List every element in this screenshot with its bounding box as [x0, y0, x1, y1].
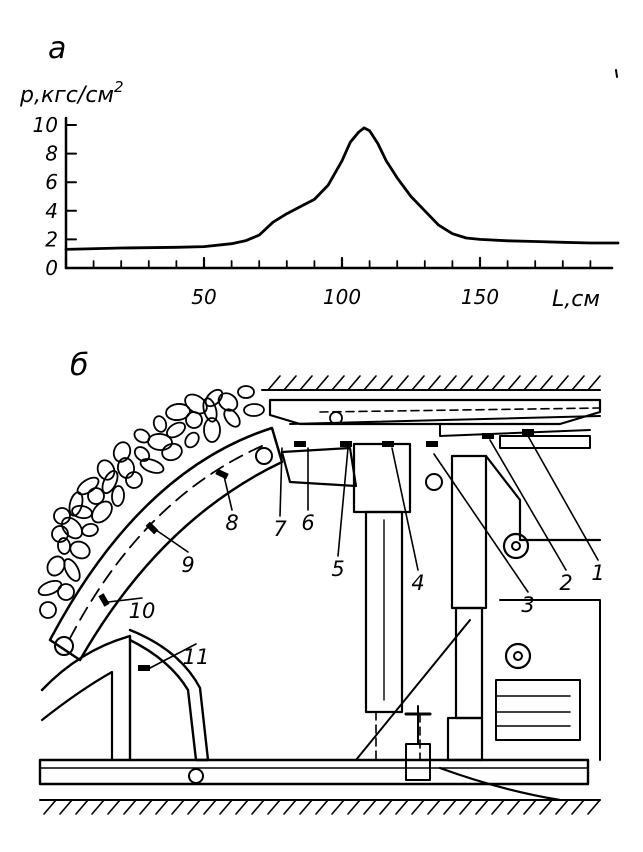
- hydraulic-prop-right: [425, 454, 488, 762]
- strain-gauge-markers: [98, 429, 534, 671]
- callout-leader: [433, 453, 529, 593]
- callout-leader: [107, 597, 143, 603]
- broken-rock-pile: [37, 385, 265, 619]
- y-axis-tick-labels: 0 2 4 6 8 10: [33, 113, 58, 280]
- callout-leader: [155, 529, 189, 553]
- figure-b-label: б: [70, 348, 89, 383]
- shield-bottom-pivot: [54, 636, 74, 656]
- stray-mark: [615, 69, 618, 78]
- support-section-drawing: б: [37, 348, 605, 815]
- callout-number: 5: [331, 557, 344, 581]
- y-axis-label-text: p,кгс/см: [19, 83, 114, 108]
- y-axis-label: p,кгс/см2: [19, 78, 124, 108]
- y-tick-label: 0: [45, 256, 58, 280]
- callout-leader: [223, 475, 233, 511]
- floor-rock-hatching: [39, 799, 601, 815]
- callout-number: 11: [183, 645, 210, 669]
- x-tick-label: 100: [323, 285, 361, 309]
- lower-roller: [504, 642, 532, 670]
- callout-leader: [527, 435, 599, 561]
- x-axis-label: L,см: [552, 287, 600, 312]
- callout-number: 6: [301, 511, 314, 535]
- callout-number: 10: [129, 599, 156, 623]
- callout-leader: [489, 439, 567, 571]
- pressure-curve: [64, 126, 620, 251]
- y-axis-label-superscript: 2: [114, 78, 124, 96]
- x-tick-label: 50: [191, 285, 216, 309]
- x-axis-tick-labels: 50 100 150: [191, 285, 499, 309]
- y-tick-label: 2: [45, 227, 58, 251]
- y-tick-label: 6: [45, 170, 58, 194]
- callout-number: 4: [411, 571, 424, 595]
- y-tick-label: 10: [33, 113, 58, 137]
- callout-number: 3: [521, 593, 534, 617]
- base-sled: [38, 758, 590, 802]
- y-tick-label: 8: [45, 142, 58, 166]
- y-axis-ticks: [65, 124, 77, 269]
- callout-number: 9: [181, 553, 194, 577]
- callout-leader: [149, 643, 197, 669]
- rear-frame: [484, 454, 602, 761]
- y-tick-label: 4: [45, 199, 58, 223]
- x-axis-ticks: [64, 256, 592, 270]
- callout-number: 2: [559, 571, 572, 595]
- callout-leaders: [107, 435, 599, 669]
- figure-a-label: а: [48, 31, 66, 66]
- roof-rock-hatching: [261, 375, 601, 391]
- callout-leader: [337, 447, 349, 557]
- roof-canopy-beam: [268, 398, 602, 449]
- control-valve: [404, 705, 432, 781]
- callout-leader: [279, 447, 283, 517]
- shield-top-pivot: [255, 447, 273, 465]
- callout-number: 7: [273, 517, 287, 541]
- callout-number: 1: [591, 561, 604, 585]
- callout-leader: [391, 447, 419, 571]
- callout-number: 8: [225, 511, 238, 535]
- upper-roller: [502, 532, 530, 560]
- curved-shield-arm: [48, 411, 358, 662]
- x-tick-label: 150: [461, 285, 499, 309]
- callout-numbers: 12 3 4 567 8 9 10 11: [129, 511, 605, 669]
